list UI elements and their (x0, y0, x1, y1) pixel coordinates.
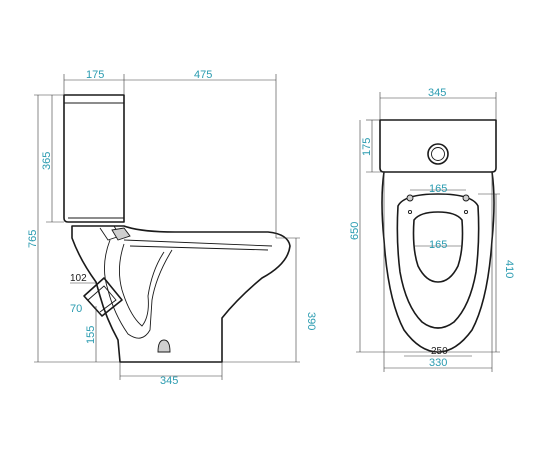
side-bowl (71, 225, 291, 363)
dim-seat-height-label: 390 (305, 312, 317, 330)
hinge-bolt-right-icon (462, 194, 470, 202)
dim-top-tank-width-label: 345 (428, 87, 446, 99)
flush-button-icon (427, 143, 449, 165)
top-seat (396, 193, 480, 329)
side-tank (63, 94, 125, 223)
dim-top-tank-depth-label: 175 (361, 138, 373, 156)
top-seat-opening (412, 211, 464, 283)
top-view-drawing (379, 119, 497, 353)
side-view-dimensions (34, 74, 300, 380)
top-view-dimensions (356, 92, 500, 372)
dim-outlet-diameter-label: 102 (70, 273, 87, 284)
side-view-drawing (63, 94, 291, 363)
dim-bowl-width-label: 330 (429, 357, 447, 369)
dim-base-width-top-label: 250 (431, 346, 448, 357)
dim-tank-height-label: 365 (41, 152, 53, 170)
hinge-bolt-left-icon (406, 194, 414, 202)
dim-tank-depth-label: 175 (86, 69, 104, 81)
dim-total-height-label: 765 (27, 230, 39, 248)
dim-bowl-opening-label: 165 (429, 239, 447, 251)
dim-outlet-angle-label: 70 (70, 303, 82, 315)
dim-base-width-label: 345 (160, 375, 178, 387)
dim-total-length-label: 650 (349, 222, 361, 240)
dim-outlet-height-label: 155 (85, 326, 97, 344)
dim-total-depth-label: 475 (194, 69, 212, 81)
dim-bowl-length-label: 410 (503, 260, 515, 278)
dim-seat-mount-spacing-label: 165 (429, 183, 447, 195)
